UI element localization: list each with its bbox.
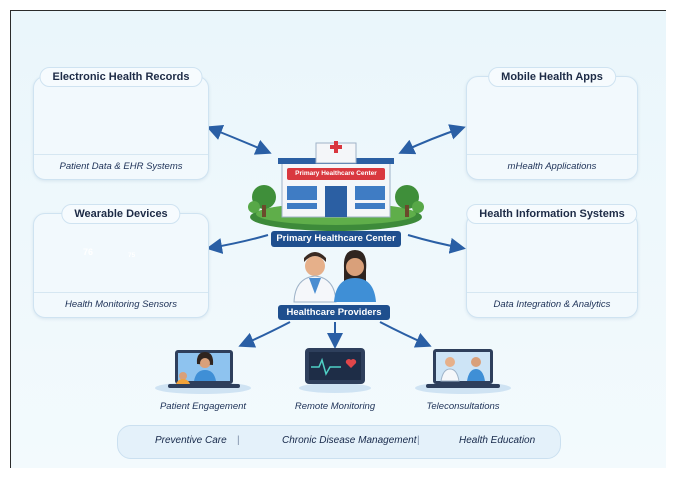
hospital-building-icon: [248, 141, 424, 231]
card-title: Mobile Health Apps: [488, 67, 616, 87]
card-electronic-health-records: Electronic Health Records Patient Data &…: [33, 67, 209, 180]
video-call-laptop-icon: [155, 350, 251, 394]
arrow-providers-engagement: [238, 321, 291, 348]
service-label-remote-monitoring: Remote Monitoring: [294, 401, 376, 412]
band-reading: 75: [128, 252, 136, 259]
card-title: Electronic Health Records: [39, 67, 203, 87]
card-wearable-devices: Wearable Devices Health Monitoring Senso…: [33, 204, 209, 318]
card-health-information-systems: Health Information Systems Data Integrat…: [466, 204, 638, 318]
card-title: Health Information Systems: [466, 204, 638, 224]
arrow-providers-teleconsult: [379, 321, 432, 348]
monitoring-screen-icon: [299, 348, 371, 393]
arrow-center-his: [407, 234, 466, 254]
providers-banner: Healthcare Providers: [278, 305, 390, 320]
service-label-teleconsultations: Teleconsultations: [426, 401, 500, 412]
bottom-separator: |: [417, 435, 420, 446]
doctors-icon: [293, 250, 376, 303]
arrow-ehr-center: [206, 125, 272, 155]
bottom-benefits-bar: Preventive Care | Chronic Disease Manage…: [117, 425, 561, 459]
card-title: Wearable Devices: [61, 204, 181, 224]
card-subtitle: Health Monitoring Sensors: [34, 292, 208, 310]
card-mobile-health-apps: Mobile Health Apps mHealth Applications: [466, 67, 638, 180]
bottom-item-chronic-disease-management: Chronic Disease Management: [282, 435, 417, 446]
teleconsultation-laptop-icon: [415, 349, 511, 394]
building-sign: Primary Healthcare Center: [295, 170, 377, 177]
bottom-separator: |: [237, 435, 240, 446]
bottom-item-health-education: Health Education: [459, 435, 536, 446]
bottom-item-preventive-care: Preventive Care: [155, 435, 227, 446]
card-subtitle: Patient Data & EHR Systems: [34, 154, 208, 172]
watch-reading: 76: [83, 247, 94, 257]
card-subtitle: mHealth Applications: [467, 154, 637, 172]
arrow-mhealth-center: [398, 124, 466, 155]
service-label-patient-engagement: Patient Engagement: [159, 401, 247, 412]
center-banner: Primary Healthcare Center: [271, 231, 401, 247]
card-subtitle: Data Integration & Analytics: [467, 292, 637, 310]
arrow-center-wearable: [206, 234, 269, 254]
